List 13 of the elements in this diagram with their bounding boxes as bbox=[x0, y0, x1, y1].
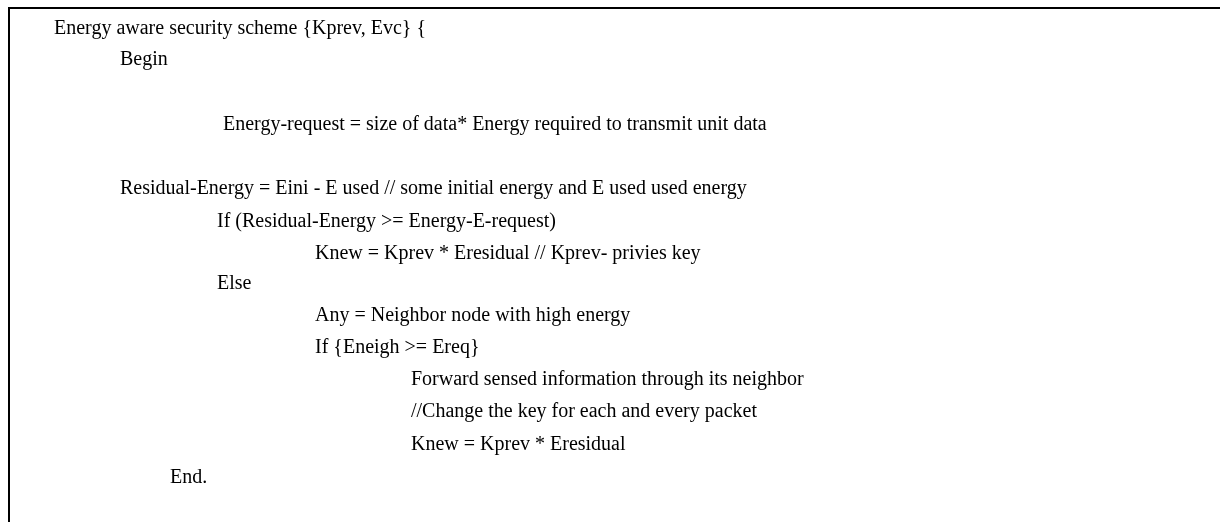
code-line: Energy aware security scheme {Kprev, Evc} { bbox=[54, 15, 426, 39]
code-line: //Change the key for each and every packet bbox=[411, 398, 757, 422]
code-line: Energy-request = size of data* Energy required to transmit unit data bbox=[223, 111, 767, 135]
code-line: Knew = Kprev * Eresidual bbox=[411, 431, 626, 455]
code-line: If (Residual-Energy >= Energy-E-request) bbox=[217, 208, 556, 232]
code-line: Else bbox=[217, 270, 252, 294]
code-line: Knew = Kprev * Eresidual // Kprev- privies key bbox=[315, 240, 701, 264]
code-line: Forward sensed information through its neighbor bbox=[411, 366, 804, 390]
code-line: Begin bbox=[120, 46, 168, 70]
code-line: Any = Neighbor node with high energy bbox=[315, 302, 631, 326]
code-line: If {Eneigh >= Ereq} bbox=[315, 334, 480, 358]
code-line: End. bbox=[170, 464, 208, 488]
code-line: Residual-Energy = Eini - E used // some initial energy and E used used energy bbox=[120, 175, 747, 199]
